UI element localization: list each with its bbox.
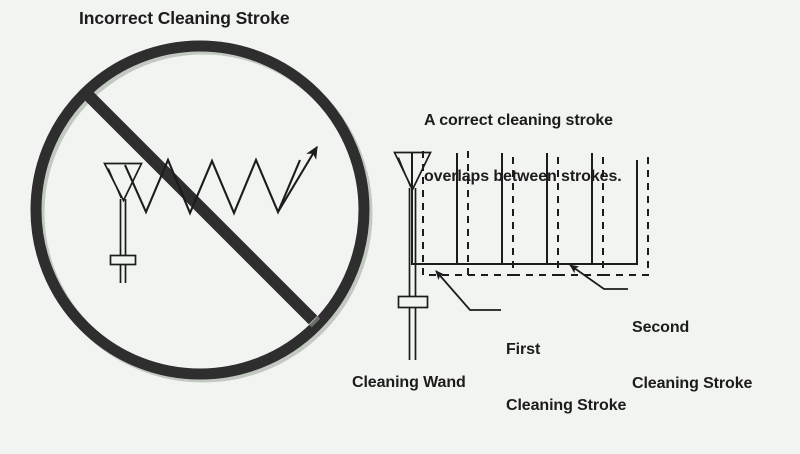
correct-stroke-caption: A correct cleaning stroke overlaps betwe… xyxy=(424,74,622,225)
second-stroke-line-2: Cleaning Stroke xyxy=(632,375,753,393)
second-cleaning-stroke-path xyxy=(422,151,649,276)
second-stroke-line-1: Second xyxy=(632,318,690,336)
label-first-cleaning-stroke: First Cleaning Stroke xyxy=(506,303,626,454)
diagram-svg xyxy=(30,40,649,383)
first-cleaning-stroke-path xyxy=(411,153,638,265)
figure-canvas: Incorrect Cleaning Stroke A correct clea… xyxy=(30,8,753,432)
left-cleaning-wand xyxy=(103,162,143,283)
prohibition-slash xyxy=(79,86,318,325)
caption-line-1: A correct cleaning stroke xyxy=(424,111,613,129)
right-wand-collar xyxy=(397,295,429,309)
page-title: Incorrect Cleaning Stroke xyxy=(79,8,290,28)
caption-line-2: overlaps between strokes. xyxy=(424,168,622,186)
leader-first-cleaning-stroke xyxy=(435,270,501,311)
wand-head-crease xyxy=(107,168,122,199)
first-stroke-line-2: Cleaning Stroke xyxy=(506,397,627,415)
leader-second-cleaning-stroke xyxy=(569,264,628,290)
right-wand-head-crease xyxy=(397,157,412,188)
wand-head-icon xyxy=(103,162,143,203)
zigzag-arrow-icon xyxy=(277,145,318,213)
zigzag-path xyxy=(124,157,301,216)
first-stroke-line-1: First xyxy=(506,340,541,358)
incorrect-zigzag-stroke xyxy=(124,145,318,216)
wand-collar xyxy=(109,254,137,266)
prohibition-ring xyxy=(30,40,370,380)
callout-leaders xyxy=(435,264,628,311)
solid-stroke-serpentine xyxy=(411,153,638,265)
prohibition-sign xyxy=(30,40,373,383)
label-second-cleaning-stroke: Second Cleaning Stroke xyxy=(632,281,752,432)
dashed-stroke-serpentine xyxy=(422,151,649,276)
label-cleaning-wand: Cleaning Wand xyxy=(352,374,466,391)
